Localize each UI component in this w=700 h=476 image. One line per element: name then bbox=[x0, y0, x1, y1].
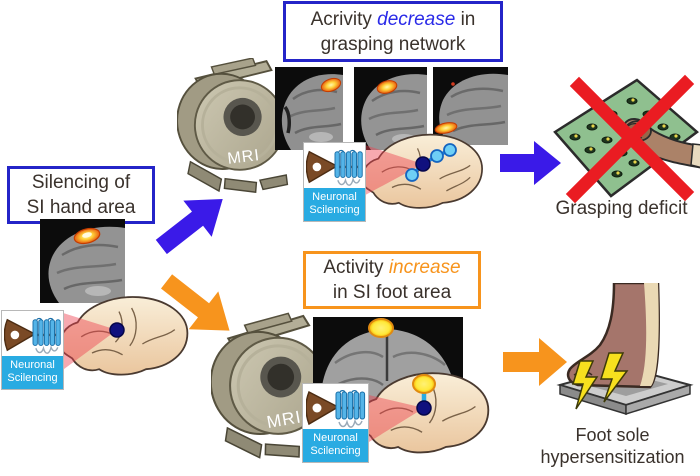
network-node bbox=[430, 149, 444, 163]
neuronal-silencing-badge-top: Neuronal Scilencing bbox=[303, 142, 366, 222]
dark-sulcus bbox=[283, 105, 291, 134]
foot-area-blob bbox=[412, 374, 436, 394]
grasping-box-line2: grasping network bbox=[320, 33, 466, 55]
red-cross-icon bbox=[565, 74, 695, 204]
brain-grasping-network bbox=[352, 126, 487, 218]
scanner-bore bbox=[230, 104, 255, 130]
mri-label: MRI bbox=[226, 146, 261, 168]
mri-scanner-bottom: MRI bbox=[211, 312, 344, 464]
activation-blob bbox=[434, 122, 458, 134]
badge-label: Neuronal Scilencing bbox=[303, 429, 368, 462]
grasping-board-illustration bbox=[545, 70, 700, 206]
activation-blob bbox=[320, 77, 342, 93]
monkey-brain-illustration bbox=[59, 296, 189, 376]
foot-area-box: Activity increase in SI foot area bbox=[303, 251, 481, 309]
scanner-bore bbox=[267, 363, 295, 391]
neuron-channel-icon bbox=[303, 384, 368, 429]
foot-box-line2: in SI foot area bbox=[332, 282, 452, 303]
neuron-channel-icon bbox=[304, 143, 365, 188]
increase-emphasis: increase bbox=[388, 257, 461, 278]
silencing-beam bbox=[356, 392, 424, 450]
arrow-blue-diagonal bbox=[147, 181, 237, 265]
mri-slice-2 bbox=[354, 67, 427, 150]
silencing-box-line2: SI hand area bbox=[26, 197, 136, 218]
network-node bbox=[405, 168, 419, 182]
decrease-emphasis: decrease bbox=[377, 8, 456, 30]
silenced-area-dot bbox=[416, 400, 432, 416]
neuron-channel-icon bbox=[2, 311, 63, 356]
silenced-area-dot bbox=[415, 156, 431, 172]
silencing-box-line1: Silencing of bbox=[31, 172, 131, 193]
silenced-area-dot bbox=[109, 322, 125, 338]
arrow-orange-right bbox=[503, 338, 567, 386]
grasping-network-box: Acrivity decrease in grasping network bbox=[283, 1, 503, 62]
brain-hand-silencing bbox=[56, 288, 191, 384]
network-node bbox=[443, 143, 457, 157]
silencing-box: Silencing of SI hand area bbox=[7, 166, 155, 224]
neuronal-silencing-badge-bottom: Neuronal Scilencing bbox=[302, 383, 369, 463]
foot-caption: Foot sole hypersensitization bbox=[540, 425, 685, 467]
arrow-blue-right bbox=[500, 141, 561, 185]
mri-scanner-top: MRI bbox=[177, 58, 301, 196]
silencing-beam bbox=[356, 142, 423, 200]
grasping-network-nodes bbox=[405, 143, 457, 182]
activation-blob bbox=[376, 80, 398, 94]
mri-slice-3 bbox=[433, 67, 508, 145]
silencing-beam bbox=[60, 312, 117, 372]
grasping-deficit-caption: Grasping deficit bbox=[555, 198, 688, 219]
badge-label: Neuronal Scilencing bbox=[304, 188, 365, 221]
mri-slice-1 bbox=[275, 67, 343, 150]
badge-label: Neuronal Scilencing bbox=[2, 356, 63, 389]
neuronal-silencing-badge-left: Neuronal Scilencing bbox=[1, 310, 64, 390]
foot-box-line1: Activity increase bbox=[323, 257, 461, 278]
brain-foot-increase bbox=[352, 358, 492, 454]
foot-illustration bbox=[552, 283, 700, 423]
arrow-orange-diagonal bbox=[152, 262, 245, 349]
small-activation-dot bbox=[451, 82, 455, 86]
grasping-box-line1: Acrivity decrease in bbox=[310, 8, 476, 30]
foot-area-activation-blob bbox=[368, 318, 394, 338]
mri-slice-hand-area bbox=[40, 219, 125, 303]
lightning-bolt-icon bbox=[571, 352, 629, 410]
